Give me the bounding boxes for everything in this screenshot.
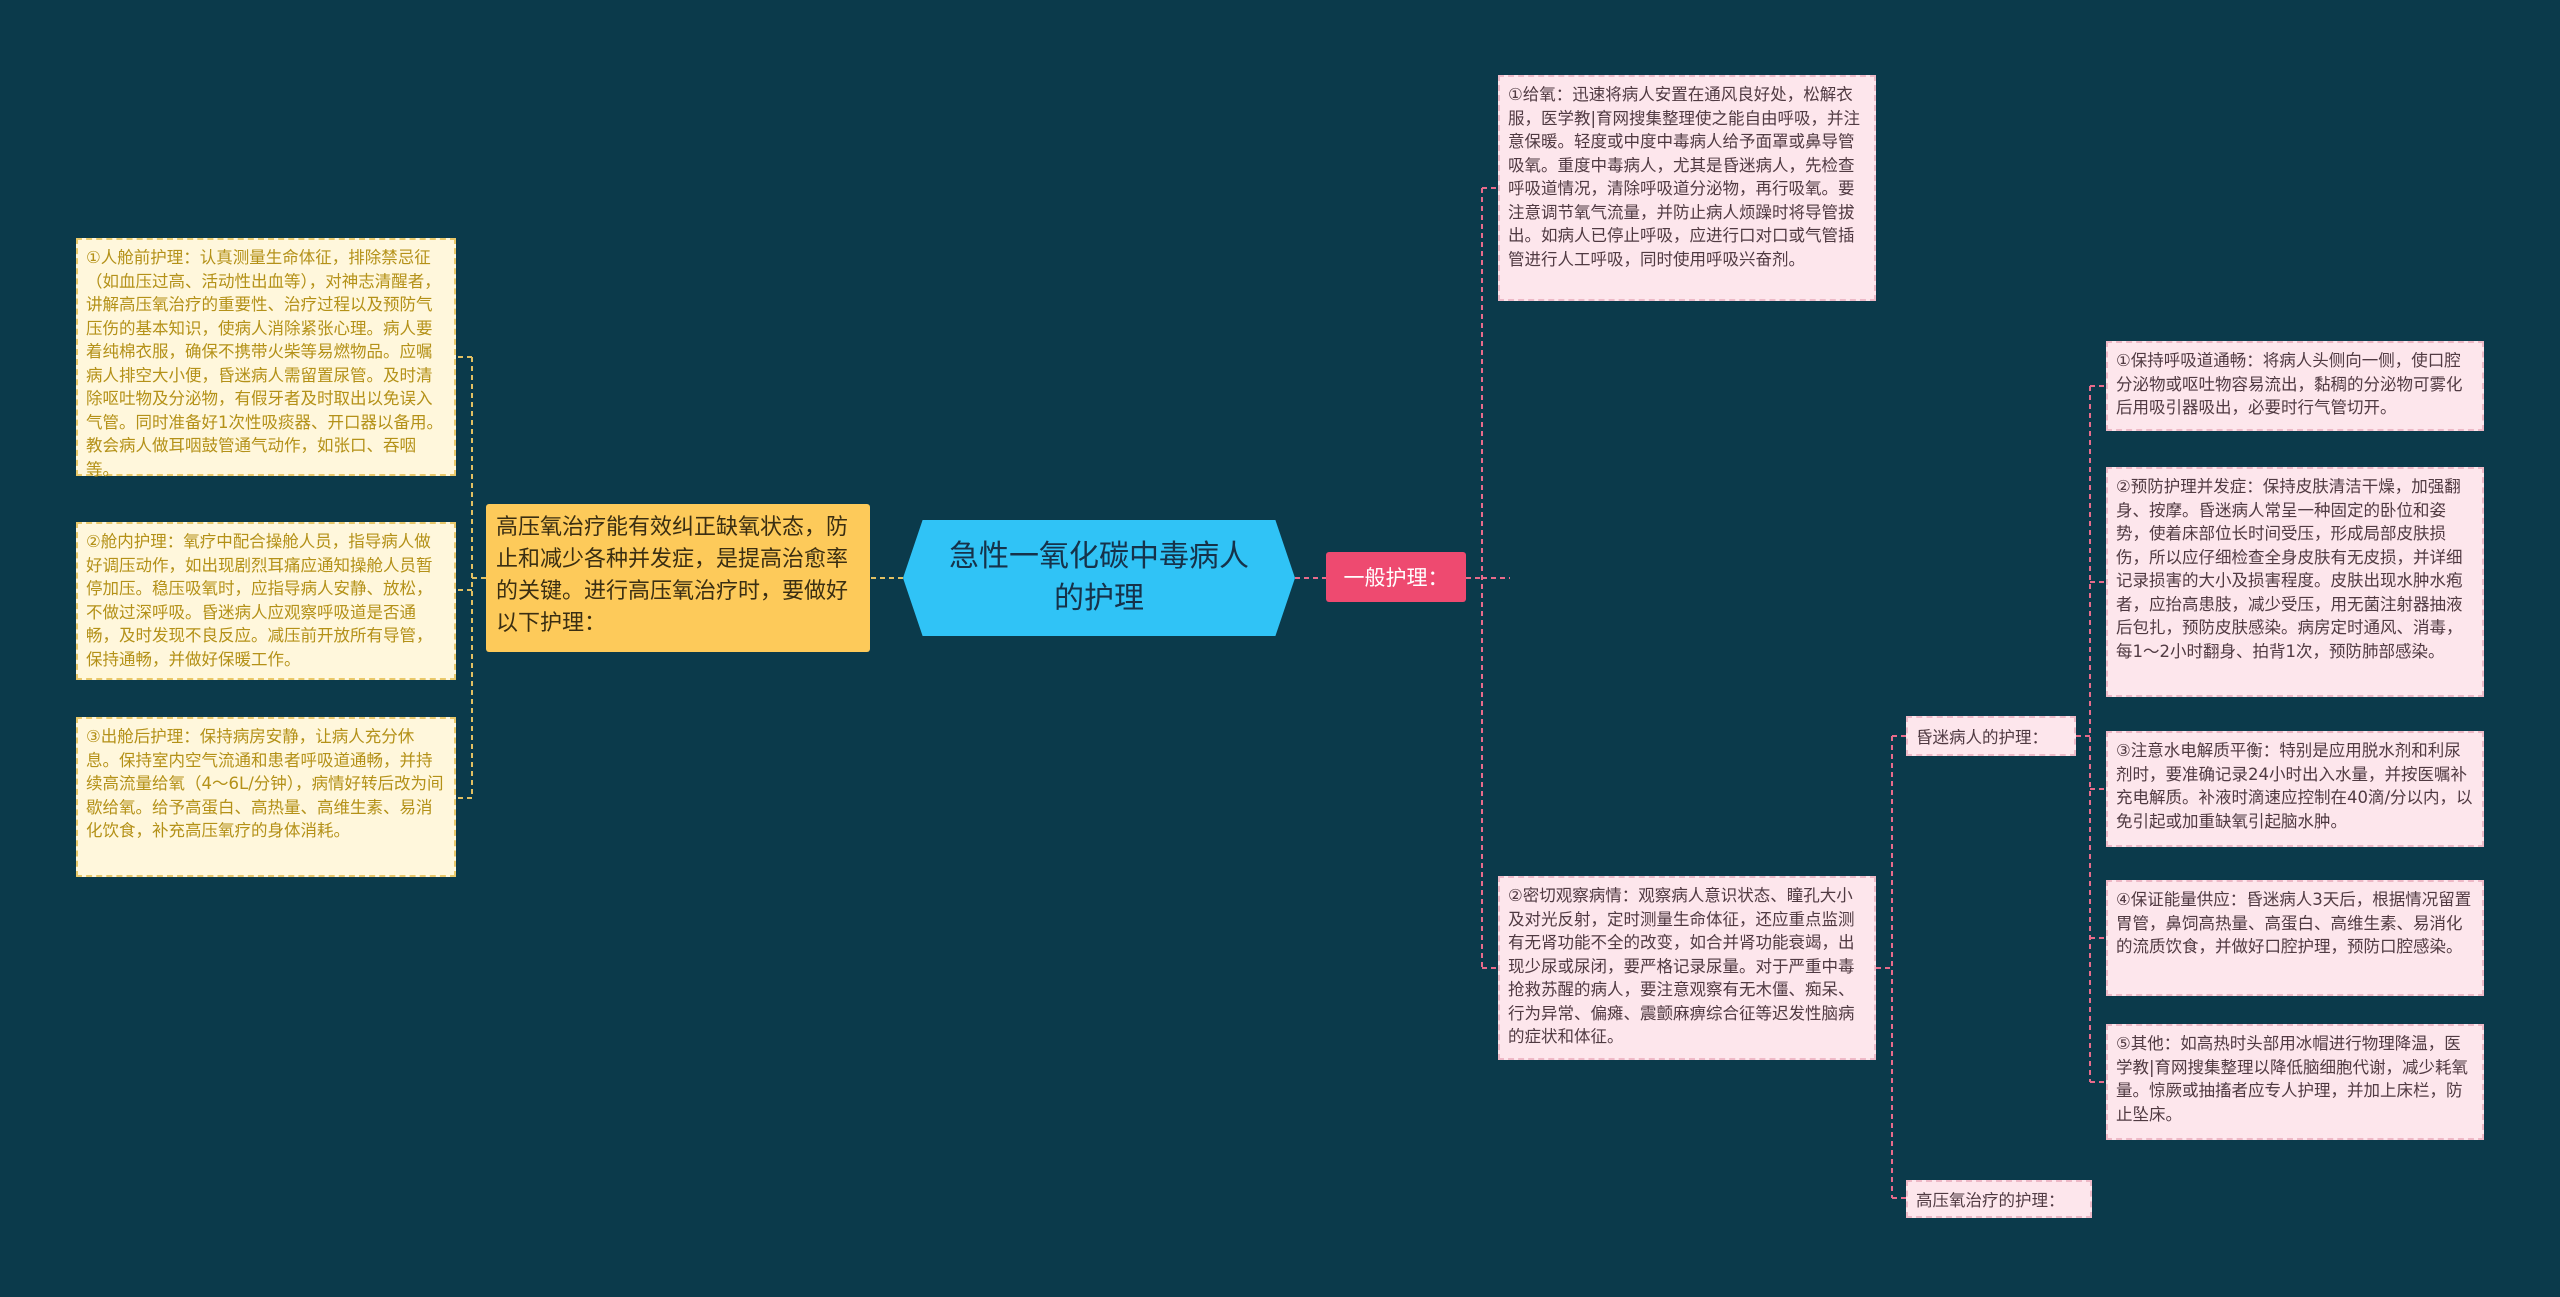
right-topic[interactable]: 一般护理： xyxy=(1326,552,1466,602)
coma-care-label[interactable]: 昏迷病人的护理： xyxy=(1906,716,2076,756)
right-item-text: ②密切观察病情：观察病人意识状态、瞳孔大小及对光反射，定时测量生命体征，还应重点… xyxy=(1508,886,1855,1046)
coma-item-complications[interactable]: ②预防护理并发症：保持皮肤清洁干燥，加强翻身、按摩。昏迷病人常呈一种固定的卧位和… xyxy=(2106,467,2484,697)
right-topic-text: 一般护理： xyxy=(1343,566,1449,590)
central-topic[interactable]: 急性一氧化碳中毒病人的护理 xyxy=(903,520,1295,636)
coma-item-other[interactable]: ⑤其他：如高热时头部用冰帽进行物理降温，医学教|育网搜集整理以降低脑细胞代谢，减… xyxy=(2106,1024,2484,1140)
link-observe-subs xyxy=(1876,735,1906,1199)
coma-item-text: ②预防护理并发症：保持皮肤清洁干燥，加强翻身、按摩。昏迷病人常呈一种固定的卧位和… xyxy=(2116,477,2463,661)
link-coma-items xyxy=(2076,385,2106,1083)
central-topic-text: 急性一氧化碳中毒病人的护理 xyxy=(949,539,1249,616)
left-item-text: ①人舱前护理：认真测量生命体征，排除禁忌征（如血压过高、活动性出血等），对神志清… xyxy=(86,248,443,479)
coma-care-label-text: 昏迷病人的护理： xyxy=(1916,728,2048,747)
left-topic-text: 高压氧治疗能有效纠正缺氧状态，防止和减少各种并发症，是提高治愈率的关键。进行高压… xyxy=(496,515,849,636)
left-topic[interactable]: 高压氧治疗能有效纠正缺氧状态，防止和减少各种并发症，是提高治愈率的关键。进行高压… xyxy=(486,504,870,652)
link-left-topic-items xyxy=(456,356,486,799)
coma-item-text: ④保证能量供应：昏迷病人3天后，根据情况留置胃管，鼻饲高热量、高蛋白、高维生素、… xyxy=(2116,890,2472,956)
left-item-after-cabin[interactable]: ③出舱后护理：保持病房安静，让病人充分休息。保持室内空气流通和患者呼吸道通畅，并… xyxy=(76,717,456,877)
hbo-care-label-text: 高压氧治疗的护理： xyxy=(1916,1191,2065,1210)
coma-item-text: ⑤其他：如高热时头部用冰帽进行物理降温，医学教|育网搜集整理以降低脑细胞代谢，减… xyxy=(2116,1034,2469,1124)
link-right-topic-children xyxy=(1466,187,1510,969)
coma-item-text: ③注意水电解质平衡：特别是应用脱水剂和利尿剂时，要准确记录24小时出入水量，并按… xyxy=(2116,741,2473,831)
left-item-in-cabin[interactable]: ②舱内护理：氧疗中配合操舱人员，指导病人做好调压动作，如出现剧烈耳痛应通知操舱人… xyxy=(76,522,456,680)
coma-item-energy[interactable]: ④保证能量供应：昏迷病人3天后，根据情况留置胃管，鼻饲高热量、高蛋白、高维生素、… xyxy=(2106,880,2484,996)
left-item-before-cabin[interactable]: ①人舱前护理：认真测量生命体征，排除禁忌征（如血压过高、活动性出血等），对神志清… xyxy=(76,238,456,479)
coma-item-electrolytes[interactable]: ③注意水电解质平衡：特别是应用脱水剂和利尿剂时，要准确记录24小时出入水量，并按… xyxy=(2106,731,2484,847)
hbo-care-label[interactable]: 高压氧治疗的护理： xyxy=(1906,1180,2092,1218)
coma-item-airway[interactable]: ①保持呼吸道通畅：将病人头侧向一侧，使口腔分泌物或呕吐物容易流出，黏稠的分泌物可… xyxy=(2106,341,2484,431)
right-item-observe[interactable]: ②密切观察病情：观察病人意识状态、瞳孔大小及对光反射，定时测量生命体征，还应重点… xyxy=(1498,876,1876,1060)
right-item-text: ①给氧：迅速将病人安置在通风良好处，松解衣服，医学教|育网搜集整理使之能自由呼吸… xyxy=(1508,85,1861,269)
right-item-oxygen[interactable]: ①给氧：迅速将病人安置在通风良好处，松解衣服，医学教|育网搜集整理使之能自由呼吸… xyxy=(1498,75,1876,301)
coma-item-text: ①保持呼吸道通畅：将病人头侧向一侧，使口腔分泌物或呕吐物容易流出，黏稠的分泌物可… xyxy=(2116,351,2463,417)
left-item-text: ③出舱后护理：保持病房安静，让病人充分休息。保持室内空气流通和患者呼吸道通畅，并… xyxy=(86,727,444,840)
left-item-text: ②舱内护理：氧疗中配合操舱人员，指导病人做好调压动作，如出现剧烈耳痛应通知操舱人… xyxy=(86,532,433,669)
